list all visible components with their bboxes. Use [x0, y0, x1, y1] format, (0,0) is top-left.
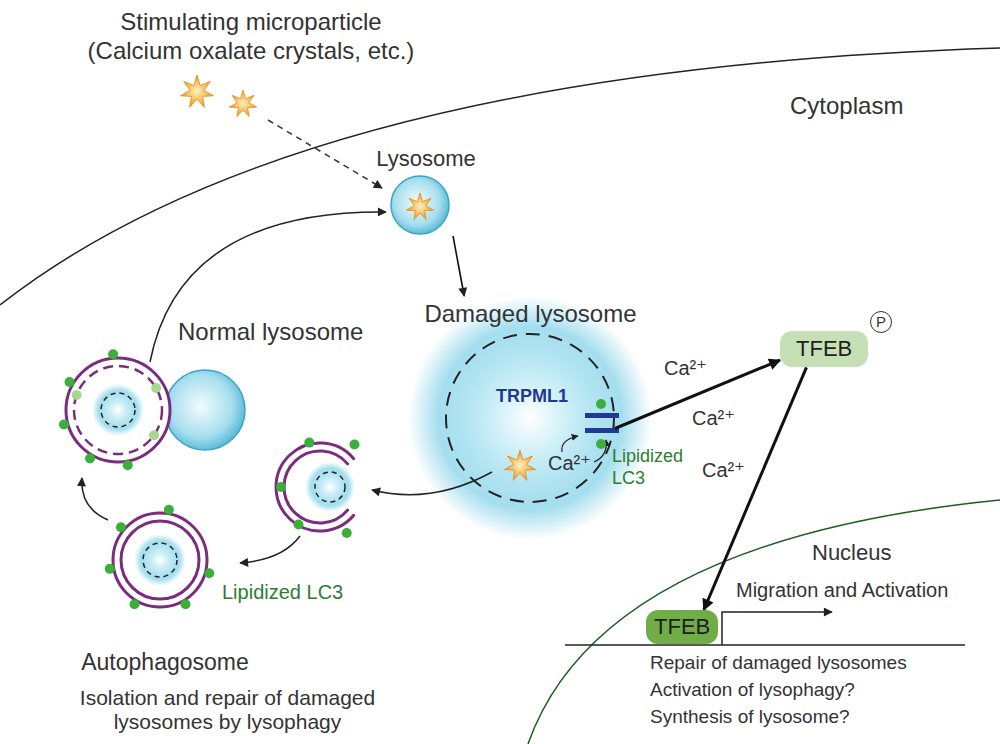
- lc3-dot: [164, 505, 174, 515]
- lc3-dot: [65, 377, 75, 387]
- caption-note: Isolation and repair of damaged lysosome…: [55, 686, 400, 733]
- cargo-glow: [134, 534, 186, 586]
- crystal-star: [180, 75, 213, 107]
- process-label: Migration and Activation: [736, 578, 948, 602]
- lc3-dot: [342, 528, 352, 538]
- lc3-dot: [204, 568, 214, 578]
- autolysosome-outer: [66, 358, 170, 462]
- lc3-dot: [149, 430, 159, 440]
- lysosome-node: Lysosome: [372, 146, 480, 236]
- lc3-dot: [181, 599, 191, 609]
- flow-arrow: [372, 472, 492, 495]
- lc3-dot: [596, 399, 606, 409]
- autophagosome-inner: [121, 521, 199, 599]
- cargo-membrane: [143, 543, 177, 577]
- damage-glow: [408, 296, 652, 540]
- nuclear-membrane: [528, 500, 1000, 744]
- lc3-dot: [151, 383, 161, 393]
- cell-membrane: [0, 48, 1000, 305]
- autophagosome-outer: [113, 513, 207, 607]
- lc3-dot: [596, 439, 606, 449]
- lc3-dot-group: [59, 349, 606, 609]
- lc3-dot: [276, 482, 286, 492]
- outcome-label: Activation of lysophagy?: [650, 679, 855, 702]
- node-text: Lysosome: [372, 146, 480, 172]
- tfeb-nuclear-box: TFEB: [646, 610, 718, 644]
- trpml1-channel: [585, 428, 619, 433]
- cargo-membrane: [315, 472, 345, 502]
- lc3-dot: [304, 438, 314, 448]
- node-text: TFEB: [654, 614, 710, 640]
- crystal-star: [406, 193, 433, 220]
- phagophore: [276, 443, 354, 531]
- flow-connector: [453, 236, 464, 296]
- node-text: TFEB: [796, 336, 852, 362]
- uptake-arrow: [268, 120, 382, 188]
- lc3-label: Lipidized LC3: [222, 580, 343, 604]
- lysosome-circle: [391, 176, 449, 234]
- cargo-glow: [92, 384, 144, 436]
- node-text: Normal lysosome: [178, 318, 392, 347]
- normal-lysosome-circle: [165, 370, 245, 450]
- lc3-dot: [130, 599, 140, 609]
- lc3-dot: [72, 390, 82, 400]
- compartment-label: Cytoplasm: [790, 92, 903, 121]
- compartment-label: Nucleus: [812, 540, 891, 566]
- tfeb-phosphorylated-box: TFEB: [780, 331, 868, 367]
- lc3-dot: [116, 522, 126, 532]
- calcium-release-arrow: [594, 440, 606, 462]
- lc3-dot: [123, 460, 133, 470]
- lc3-dot: [85, 453, 95, 463]
- lc3-dot: [350, 440, 360, 450]
- ion-label: Ca²⁺: [690, 406, 737, 430]
- phagophore: [284, 451, 348, 523]
- crystal-star: [504, 450, 535, 480]
- crystal-star: [229, 90, 256, 117]
- lc3-dot: [59, 419, 69, 429]
- lc3-dot: [294, 520, 304, 530]
- channel-label: TRPML1: [496, 386, 568, 408]
- ion-label: Ca²⁺: [548, 451, 591, 475]
- lc3-dot: [108, 349, 118, 359]
- calcium-release-arrow: [562, 436, 578, 452]
- phosphate-mark: P: [870, 311, 892, 333]
- autolysosome-inner: [74, 366, 162, 454]
- transcription-arrow: [722, 612, 832, 645]
- flow-arrow: [82, 478, 108, 520]
- crystal-group: [180, 75, 535, 480]
- stimulus-label: Stimulating microparticle (Calcium oxala…: [78, 8, 424, 66]
- lc3-label: Lipidized LC3: [612, 446, 712, 489]
- dna-line: [565, 644, 965, 646]
- ion-label: Ca²⁺: [700, 458, 747, 482]
- outcome-label: Repair of damaged lysosomes: [650, 652, 907, 675]
- flow-connector: [704, 367, 807, 610]
- flow-arrow: [240, 536, 300, 563]
- node-text: Damaged lysosome: [420, 300, 641, 329]
- outcome-label: Synthesis of lysosome?: [650, 706, 850, 729]
- trpml1-channel: [585, 413, 619, 418]
- ion-label: Ca²⁺: [662, 356, 709, 380]
- lc3-dot: [105, 564, 115, 574]
- node-text: Autophagosome: [50, 649, 280, 677]
- cargo-glow: [305, 462, 355, 512]
- cargo-membrane: [101, 393, 135, 427]
- normal-lysosome-node: Normal lysosome: [160, 318, 392, 448]
